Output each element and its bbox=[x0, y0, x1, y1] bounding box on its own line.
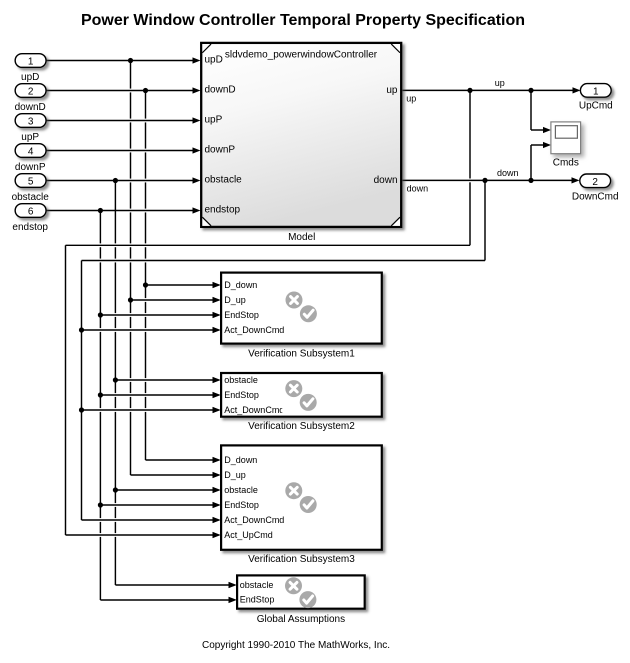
svg-text:D_up: D_up bbox=[224, 470, 246, 480]
svg-text:Act_DownCmd: Act_DownCmd bbox=[224, 515, 284, 525]
svg-text:D_down: D_down bbox=[224, 280, 257, 290]
svg-text:1: 1 bbox=[593, 86, 599, 97]
svg-text:obstacle: obstacle bbox=[224, 375, 258, 385]
svg-text:D_up: D_up bbox=[224, 295, 246, 305]
svg-text:obstacle: obstacle bbox=[240, 580, 274, 590]
svg-text:3: 3 bbox=[28, 117, 34, 128]
svg-text:2: 2 bbox=[592, 177, 598, 188]
svg-text:endstop: endstop bbox=[12, 222, 48, 233]
svg-text:down: down bbox=[374, 175, 398, 186]
svg-text:Verification Subsystem2: Verification Subsystem2 bbox=[248, 421, 355, 432]
svg-text:EndStop: EndStop bbox=[224, 310, 259, 320]
svg-text:Act_DownCmd: Act_DownCmd bbox=[224, 325, 284, 335]
svg-text:Copyright 1990-2010 The MathWo: Copyright 1990-2010 The MathWorks, Inc. bbox=[202, 640, 390, 651]
svg-text:downD: downD bbox=[205, 85, 236, 96]
svg-text:Verification Subsystem1: Verification Subsystem1 bbox=[248, 349, 355, 360]
svg-text:obstacle: obstacle bbox=[205, 175, 243, 186]
svg-text:Act_UpCmd: Act_UpCmd bbox=[224, 530, 273, 540]
svg-text:up: up bbox=[406, 93, 416, 103]
svg-text:endstop: endstop bbox=[205, 205, 241, 216]
svg-text:up: up bbox=[386, 85, 398, 96]
svg-text:EndStop: EndStop bbox=[240, 595, 275, 605]
svg-text:up: up bbox=[495, 78, 505, 88]
svg-text:Cmds: Cmds bbox=[553, 158, 579, 169]
svg-text:2: 2 bbox=[28, 87, 34, 98]
svg-text:downD: downD bbox=[15, 102, 46, 113]
svg-text:DownCmd: DownCmd bbox=[572, 192, 619, 203]
svg-text:D_down: D_down bbox=[224, 455, 257, 465]
svg-text:Power Window Controller Tempor: Power Window Controller Temporal Propert… bbox=[81, 12, 525, 29]
svg-text:upP: upP bbox=[21, 132, 39, 143]
svg-text:Act_DownCmd: Act_DownCmd bbox=[224, 405, 284, 415]
svg-text:Model: Model bbox=[288, 232, 315, 243]
svg-text:4: 4 bbox=[28, 147, 34, 158]
svg-text:down: down bbox=[497, 168, 519, 178]
svg-text:EndStop: EndStop bbox=[224, 500, 259, 510]
svg-text:upP: upP bbox=[205, 115, 223, 126]
svg-text:Verification Subsystem3: Verification Subsystem3 bbox=[248, 554, 355, 565]
svg-text:1: 1 bbox=[28, 57, 34, 68]
svg-text:downP: downP bbox=[15, 162, 46, 173]
svg-text:UpCmd: UpCmd bbox=[579, 101, 613, 112]
svg-text:sldvdemo_powerwindowController: sldvdemo_powerwindowController bbox=[225, 50, 378, 61]
svg-text:obstacle: obstacle bbox=[12, 192, 50, 203]
svg-text:down: down bbox=[407, 183, 429, 193]
svg-text:EndStop: EndStop bbox=[224, 390, 259, 400]
svg-text:obstacle: obstacle bbox=[224, 485, 258, 495]
svg-text:Global Assumptions: Global Assumptions bbox=[257, 614, 345, 625]
svg-text:upD: upD bbox=[21, 72, 39, 83]
svg-text:upD: upD bbox=[205, 55, 223, 66]
svg-text:6: 6 bbox=[28, 207, 34, 218]
svg-text:5: 5 bbox=[28, 177, 34, 188]
svg-text:downP: downP bbox=[205, 145, 236, 156]
